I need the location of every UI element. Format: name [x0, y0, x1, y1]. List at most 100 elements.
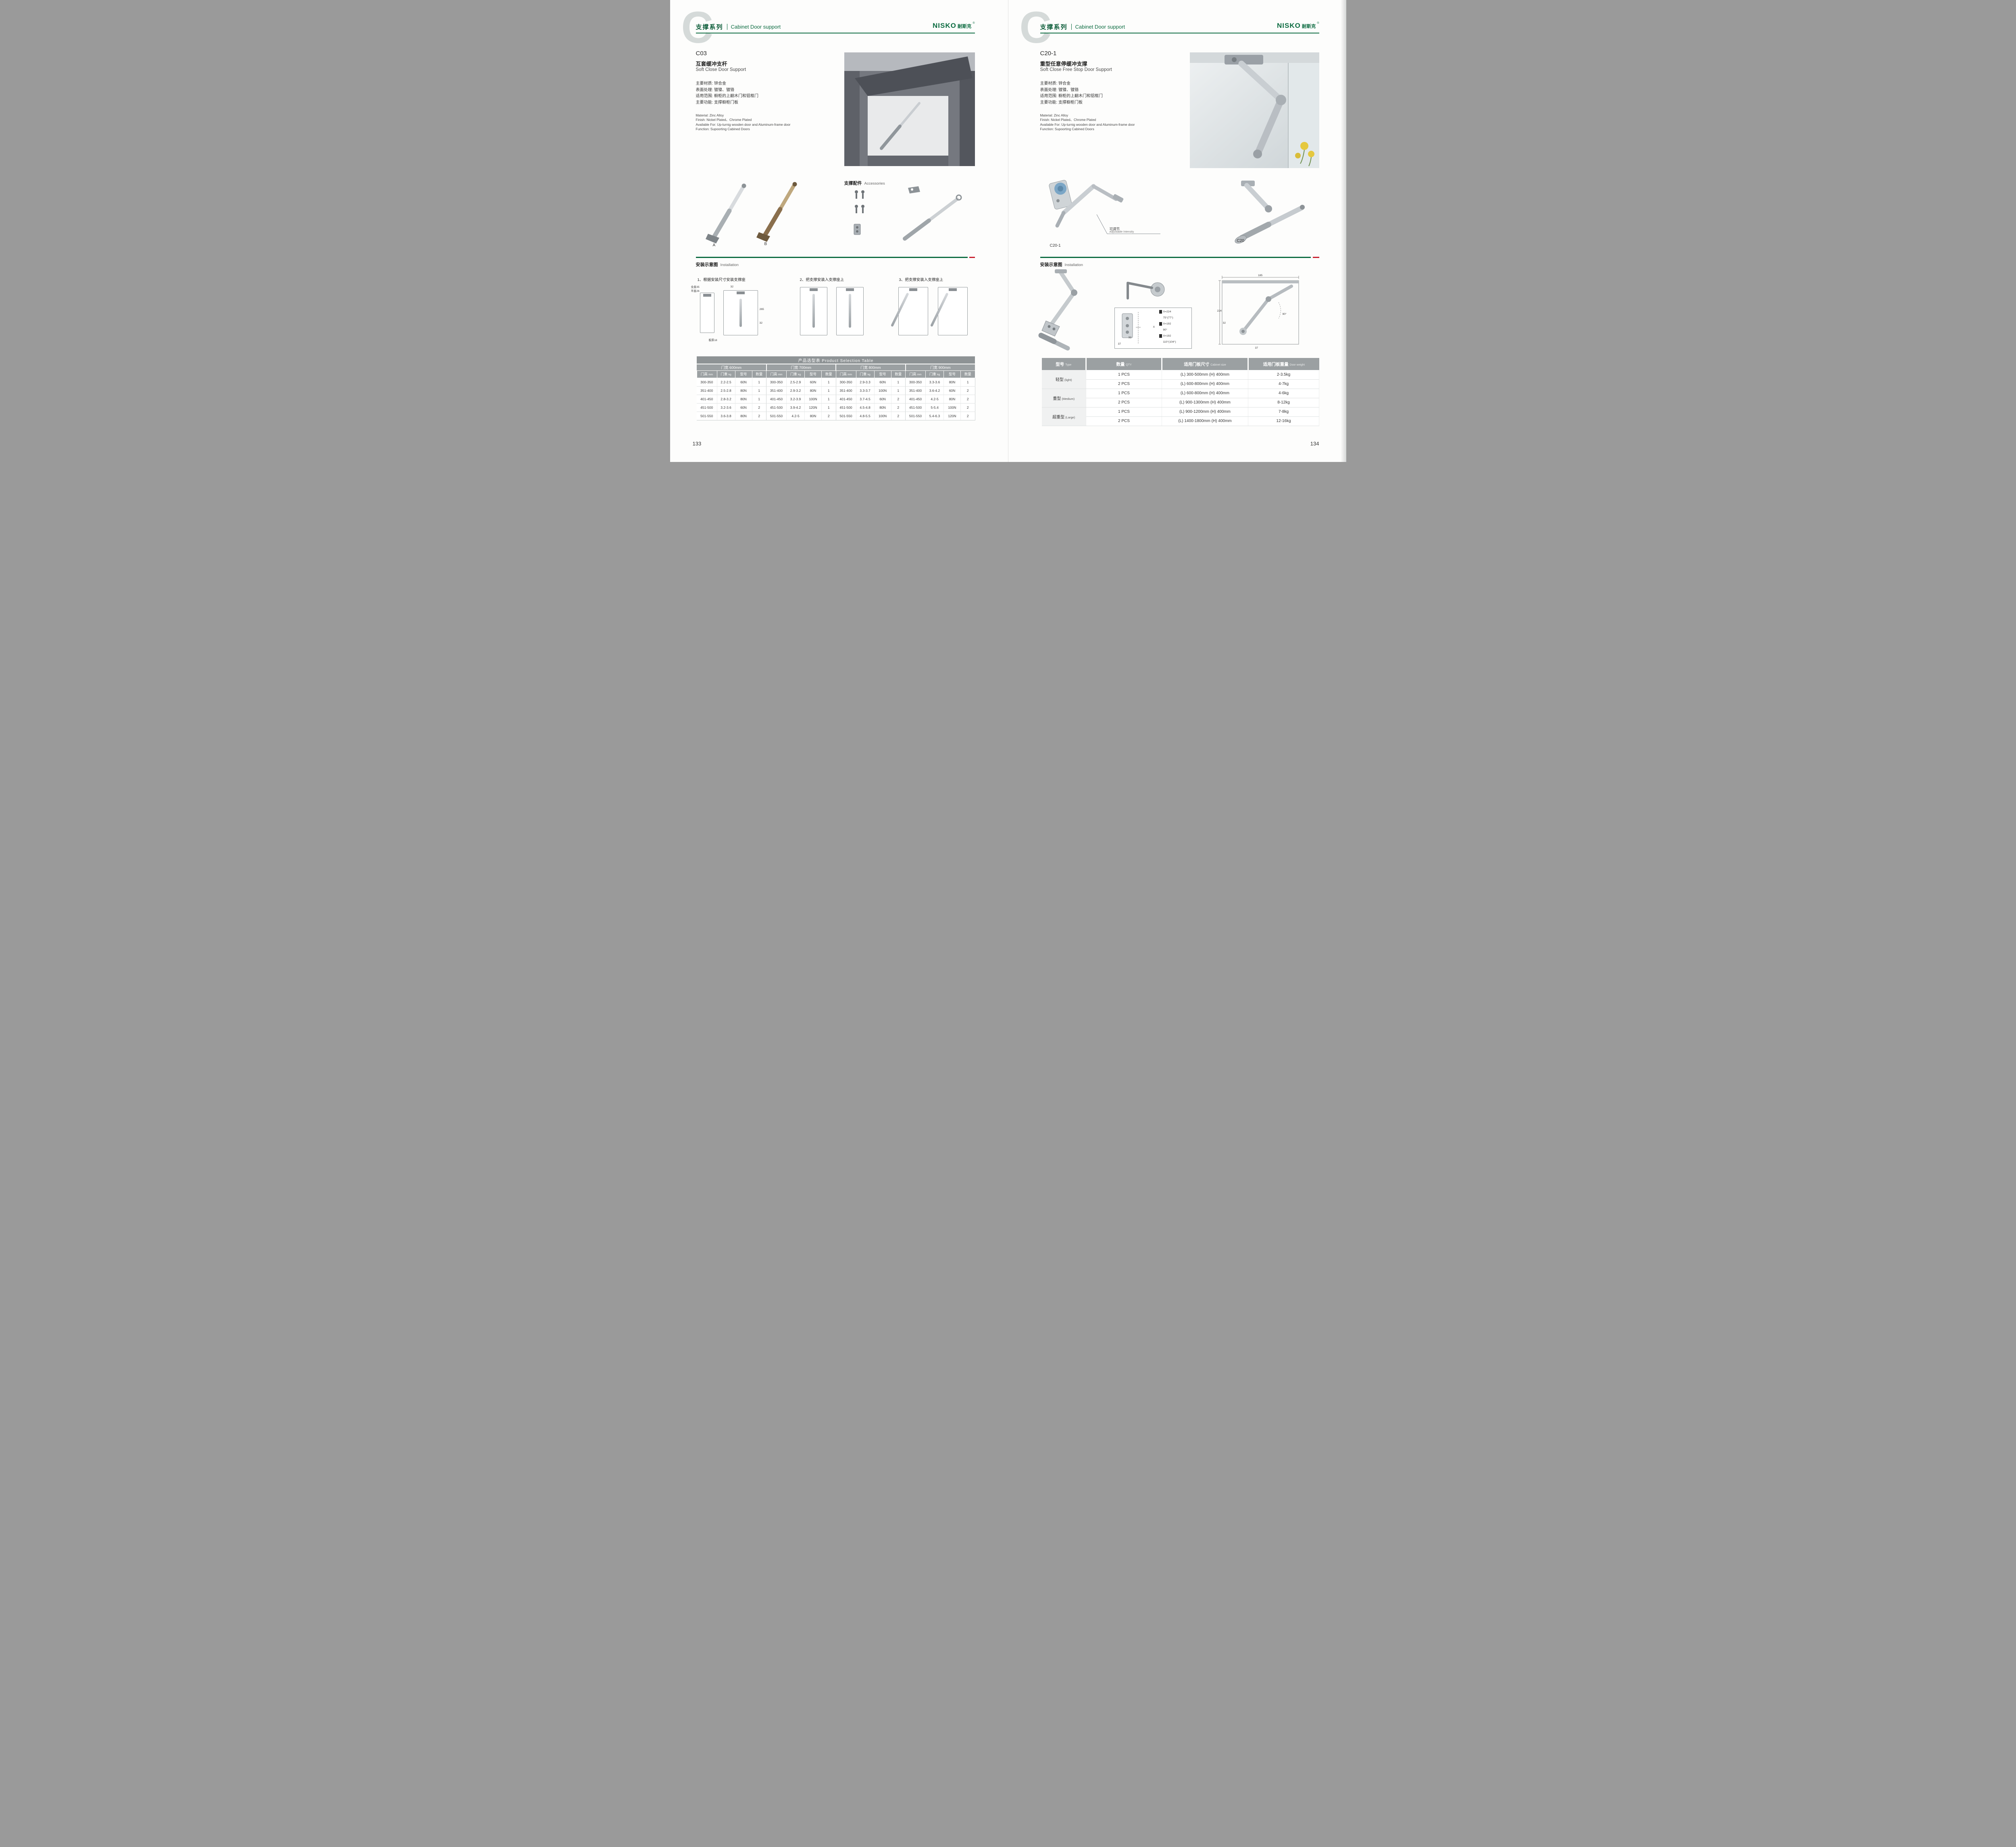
dim-32-low: 32: [759, 322, 763, 324]
section-rule-red: [1312, 257, 1319, 258]
install-cabinet-profile: [700, 293, 714, 333]
dim-75deg: 75°(77°): [1163, 316, 1173, 319]
strut-drawing: [890, 292, 909, 327]
dim-32: 32: [1128, 336, 1132, 339]
brand-name-cn: 耐斯克: [1302, 24, 1316, 29]
install-hex-key-diagram: [1126, 282, 1164, 300]
door-profile-drawing: [1218, 276, 1299, 345]
page-left: C 支撑系列 Cabinet Door support NISKO 耐斯克 ® …: [670, 0, 1008, 462]
specs-cn: 主要材质: 锌合金 表面处理: 镀镍、镀铬 适用范围: 橱柜的上翻木门和铝框门 …: [1040, 81, 1103, 105]
dim-37: 37: [1118, 343, 1121, 345]
dim-full-cover: 全盖35: [691, 286, 700, 289]
dim-265: 265: [759, 308, 764, 311]
page-number: 133: [692, 441, 702, 447]
dim-32: 32: [1223, 322, 1226, 324]
series-watermark: C: [1019, 3, 1052, 52]
variant-a-label: A: [712, 243, 716, 248]
dim-x224: X=224: [1163, 310, 1171, 313]
selection-table-title-row: 产品选型表 Product Selection Table: [697, 356, 975, 364]
series-title-en: Cabinet Door support: [1075, 24, 1125, 30]
model-c20-1-label: C20-1: [1050, 243, 1061, 248]
dim-x: X: [1153, 326, 1155, 329]
page-number: 134: [1310, 441, 1319, 447]
strut-drawing: [739, 299, 742, 327]
brand-name-en: NISKO: [1277, 22, 1301, 29]
dim-x192b: X=192: [1163, 335, 1171, 337]
specs-en: Material: Zinc Alloy Finish: Nickel Plat…: [696, 113, 791, 131]
installation-heading: 安装示意图 Installation: [696, 262, 739, 267]
section-rule-green: [696, 257, 968, 258]
dim-x192a: X=192: [1163, 322, 1171, 325]
strut-drawing: [812, 294, 815, 328]
door-position-icon: [1159, 322, 1162, 326]
dim-224: 224: [1217, 310, 1222, 312]
dim-110deg: 110°(104°): [1163, 341, 1176, 343]
dim-37: 37: [1255, 347, 1258, 349]
adjustable-callout-cn: 可调节: [1109, 227, 1120, 231]
brand-logo: NISKO 耐斯克 ®: [1277, 22, 1319, 30]
dim-half-cover: 半盖26: [691, 290, 700, 293]
page-edge-shadow: [1340, 0, 1346, 462]
series-divider: [1071, 24, 1072, 30]
dim-185: 185: [1258, 274, 1263, 277]
mount-bracket: [948, 288, 957, 291]
install-exploded-arm-diagram: [1038, 269, 1077, 351]
product-name-cn: 互套缓冲支杆: [696, 61, 727, 67]
product-photo: [844, 52, 975, 166]
dim-90: 90°: [1282, 313, 1287, 316]
install-step-1-label: 1、根据安装尺寸安装支撑座: [697, 278, 746, 282]
series-watermark: C: [681, 3, 713, 52]
registered-mark: ®: [1317, 22, 1319, 25]
adjustable-callout-en: Adjustable Intensity: [1109, 231, 1134, 233]
door-position-icon: [1159, 310, 1162, 314]
install-step3-panel: [930, 287, 968, 335]
model-c20-label: C20: [1237, 239, 1244, 243]
product-variants-illustration: C20-1 可调节 Adjustable Intensity C20: [1040, 174, 1319, 257]
section-rule-green: [1040, 257, 1311, 258]
mount-bracket: [736, 291, 745, 294]
mount-bracket: [809, 288, 818, 291]
install-step-2-label: 2、把支撑安装入支撑座上: [800, 278, 844, 282]
installation-section: 安装示意图 Installation: [1008, 260, 1346, 356]
install-step-3-label: 3、把支撑安装入支撑座上: [899, 278, 943, 282]
installation-heading: 安装示意图 Installation: [1040, 262, 1083, 267]
model-number: C03: [696, 50, 707, 57]
install-door-profile-diagram: 185 224 90° 32 37: [1217, 274, 1303, 352]
section-rule-red: [969, 257, 975, 258]
product-name-cn: 重型任意停缓冲支撑: [1040, 61, 1087, 67]
strut-variants-drawing: [705, 182, 797, 243]
install-step3-panel: [890, 287, 928, 335]
dim-board-thickness: 板厚18: [708, 339, 717, 342]
accessories-illustration: [854, 186, 962, 241]
specs-en: Material: Zinc Alloy Finish: Nickel Plat…: [1040, 113, 1135, 131]
accessories-heading: 支撑配件 Accessories: [844, 181, 885, 186]
strut-drawing: [930, 292, 949, 327]
series-title-en: Cabinet Door support: [731, 24, 781, 30]
mount-bracket: [846, 288, 854, 291]
door-position-icon: [1159, 334, 1162, 338]
install-step2-panel: [800, 287, 827, 335]
dim-90deg: 90°: [1163, 329, 1167, 331]
model-number: C20-1: [1040, 50, 1057, 57]
installation-section: 安装示意图 Installation 1、根据安装尺寸安装支撑座 2、把支撑安装…: [670, 260, 1008, 356]
mount-bracket: [703, 294, 711, 297]
variant-b-label: B: [764, 242, 767, 246]
strut-drawing: [848, 294, 851, 328]
dim-32-top: 32: [730, 285, 734, 288]
catalog-spread: C 支撑系列 Cabinet Door support NISKO 耐斯克 ® …: [670, 0, 1346, 462]
install-step2-panel: [836, 287, 864, 335]
series-header: 支撑系列 Cabinet Door support: [1040, 23, 1125, 31]
